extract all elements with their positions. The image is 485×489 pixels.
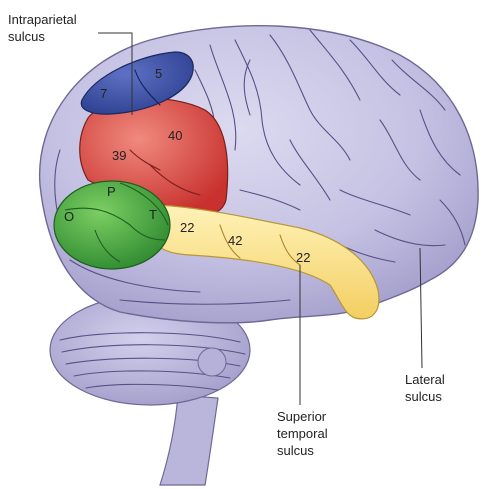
label-intraparietal-line1: Intraparietal (8, 12, 77, 27)
area-temporal-label: T (149, 207, 157, 222)
brainstem (160, 395, 218, 485)
area-22-right-label: 22 (296, 250, 310, 265)
area-occipital-label: O (64, 209, 74, 224)
area-parietal-label: P (107, 184, 116, 199)
area-42-label: 42 (228, 233, 242, 248)
area-5-label: 5 (155, 66, 162, 81)
area-39-label: 39 (112, 148, 126, 163)
area-22-left-label: 22 (180, 220, 194, 235)
label-intraparietal-line2: sulcus (8, 29, 45, 44)
label-lateral-line2: sulcus (405, 389, 442, 404)
area-40-label: 40 (168, 128, 182, 143)
area-7-label: 7 (100, 86, 107, 101)
label-superior-temporal-line1: Superior (277, 409, 327, 424)
label-superior-temporal-line3: sulcus (277, 443, 314, 458)
label-lateral-line1: Lateral (405, 372, 445, 387)
label-superior-temporal-line2: temporal (277, 426, 328, 441)
